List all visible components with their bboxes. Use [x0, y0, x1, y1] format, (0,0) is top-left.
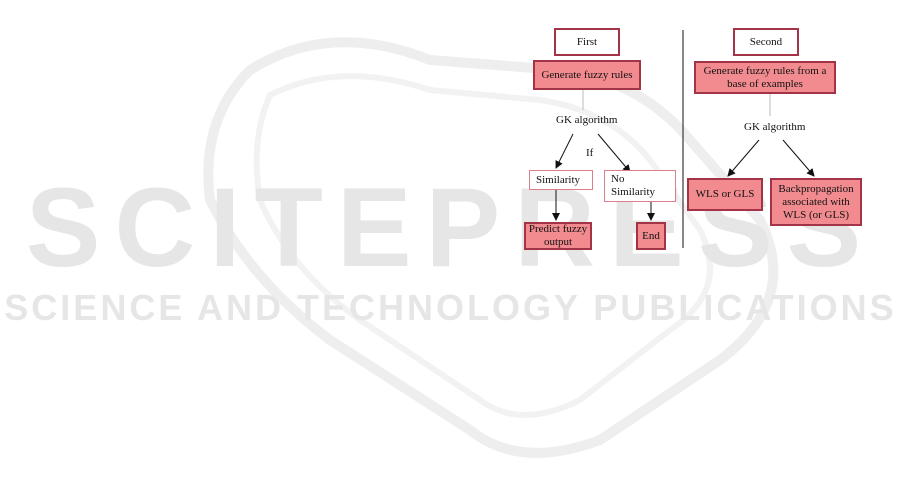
second-backprop-line2: associated with [782, 196, 850, 208]
first-predict-text: Predict fuzzy output [529, 223, 587, 249]
first-generate-box: Generate fuzzy rules [533, 60, 641, 90]
second-gk-label: GK algorithm [744, 121, 805, 134]
second-generate-line2: base of examples [727, 78, 803, 90]
first-no-similarity-line2: Similarity [611, 186, 655, 198]
second-backprop-line3: WLS (or GLS) [783, 209, 849, 221]
second-backprop-text: Backpropagation associated with WLS (or … [778, 183, 853, 222]
first-similarity-text: Similarity [536, 174, 580, 187]
first-gk-label: GK algorithm [556, 114, 617, 127]
second-generate-text: Generate fuzzy rules from a base of exam… [704, 65, 827, 91]
first-no-similarity-text: No Similarity [611, 173, 655, 199]
second-backprop-line1: Backpropagation [778, 183, 853, 195]
first-end-text: End [642, 230, 660, 243]
first-predict-line2: output [544, 236, 572, 248]
second-gk-to-wls-arrow [728, 140, 759, 176]
second-gk-to-backprop-arrow [783, 140, 814, 176]
first-similarity-box: Similarity [529, 170, 593, 190]
first-generate-text: Generate fuzzy rules [541, 69, 632, 82]
first-header-box: First [554, 28, 620, 56]
second-wls-box: WLS or GLS [687, 178, 763, 211]
first-end-box: End [636, 222, 666, 250]
first-no-similarity-box: No Similarity [604, 170, 676, 202]
first-predict-box: Predict fuzzy output [524, 222, 592, 250]
second-generate-line1: Generate fuzzy rules from a [704, 65, 827, 77]
first-predict-line1: Predict fuzzy [529, 223, 587, 235]
second-header-text: Second [750, 36, 782, 49]
first-no-similarity-line1: No [611, 173, 624, 185]
second-header-box: Second [733, 28, 799, 56]
first-if-label: If [586, 147, 593, 160]
first-gk-to-similarity-arrow [556, 134, 573, 168]
second-backprop-box: Backpropagation associated with WLS (or … [770, 178, 862, 226]
second-wls-text: WLS or GLS [696, 188, 755, 201]
second-generate-box: Generate fuzzy rules from a base of exam… [694, 61, 836, 94]
first-header-text: First [577, 36, 597, 49]
first-gk-to-no-similarity-arrow [598, 134, 630, 172]
